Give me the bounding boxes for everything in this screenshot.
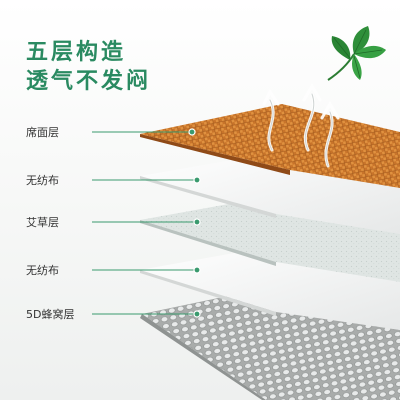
leader-dots bbox=[188, 128, 201, 318]
headline-line-1: 五层构造 bbox=[26, 40, 127, 65]
leader-lines bbox=[92, 131, 196, 315]
layer-label-nonwoven-1: 无纺布 bbox=[26, 174, 59, 187]
layer-label-rattan: 席面层 bbox=[26, 126, 59, 139]
headline-line-2: 透气不发闷 bbox=[26, 69, 152, 94]
mugwort-leaf-icon bbox=[327, 26, 386, 81]
layer-label-nonwoven-2: 无纺布 bbox=[26, 264, 59, 277]
layer-label-honeycomb: 5D蜂窝层 bbox=[26, 308, 75, 321]
layer-label-mugwort: 艾草层 bbox=[26, 216, 59, 229]
